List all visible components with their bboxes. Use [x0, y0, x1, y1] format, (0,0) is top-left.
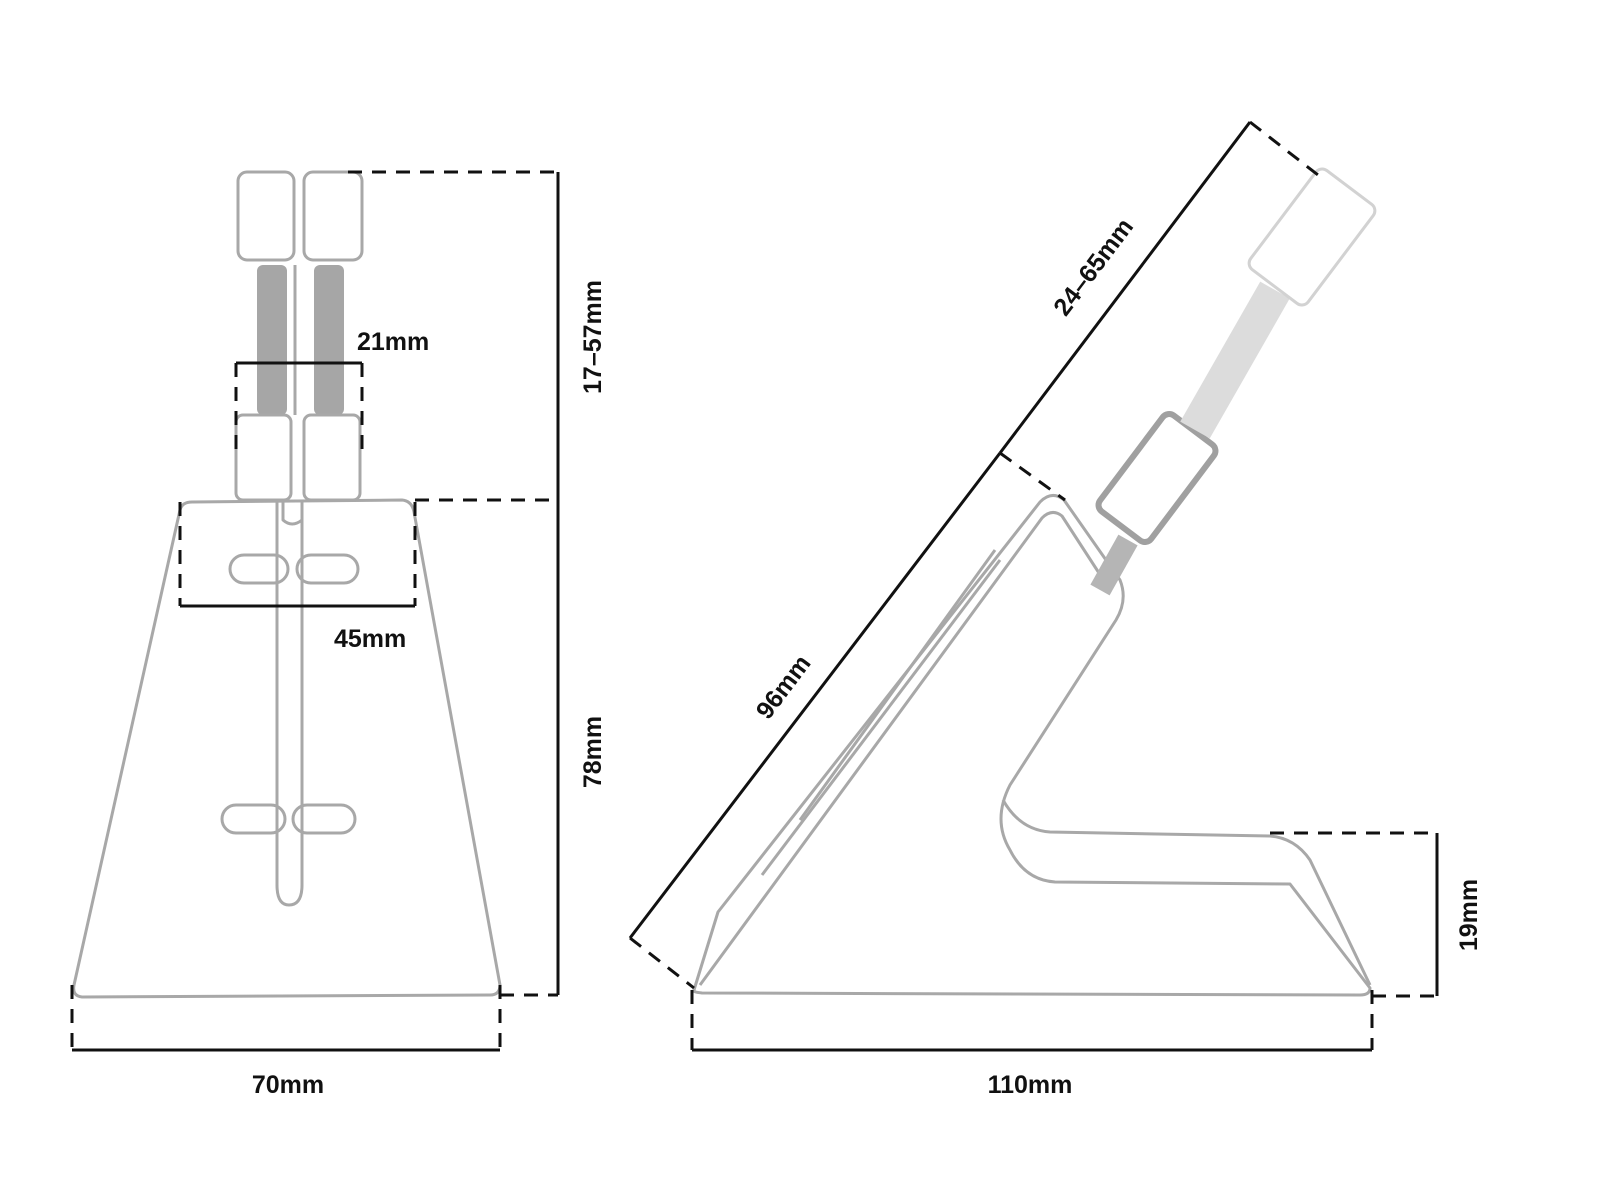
ear-top-right: [295, 553, 360, 585]
lower-arm-cap: [1095, 411, 1219, 545]
ear-top-left: [228, 553, 290, 585]
ear-bottom-right: [291, 803, 357, 835]
dim-96-ext: [629, 936, 695, 990]
front-dimensions: 21mm 17–57mm 78mm 45mm 70mm: [70, 170, 607, 1099]
clip-width-label: 45mm: [334, 625, 406, 653]
slope-length-label: 96mm: [751, 650, 817, 725]
slope-groove: [798, 549, 997, 821]
side-slope-inner: [698, 511, 1112, 986]
lower-thread: [1090, 534, 1138, 596]
lower-cap-left: [234, 413, 293, 502]
base-width-label: 70mm: [252, 1071, 324, 1099]
arm-extension-label: 24–65mm: [1048, 213, 1139, 321]
side-view: [692, 167, 1377, 997]
top-cap-left: [236, 170, 296, 262]
dim-2465-ext: [1249, 120, 1319, 177]
side-body: [692, 494, 1372, 997]
dim-96-line: [628, 452, 1002, 939]
front-slot: [275, 502, 304, 907]
slot-notch: [281, 502, 303, 526]
base-length-label: 110mm: [988, 1071, 1073, 1099]
front-view: [72, 170, 502, 999]
upper-thread: [1180, 281, 1290, 439]
lower-cap-right: [302, 413, 362, 502]
side-top-surface: [1001, 799, 1372, 986]
top-cap-right: [302, 170, 364, 262]
dim-2465-ext: [999, 451, 1066, 502]
base-height-label: 78mm: [579, 716, 607, 788]
top-arm-cap: [1247, 167, 1377, 307]
dim-2465-line: [998, 121, 1252, 454]
ear-bottom-left: [220, 803, 287, 835]
foot-height-label: 19mm: [1455, 879, 1483, 951]
height-adjust-label: 17–57mm: [579, 280, 607, 394]
slope-groove: [760, 559, 1002, 876]
spring-left: [257, 265, 287, 415]
spring-width-label: 21mm: [357, 328, 429, 356]
spring-right: [314, 265, 344, 415]
